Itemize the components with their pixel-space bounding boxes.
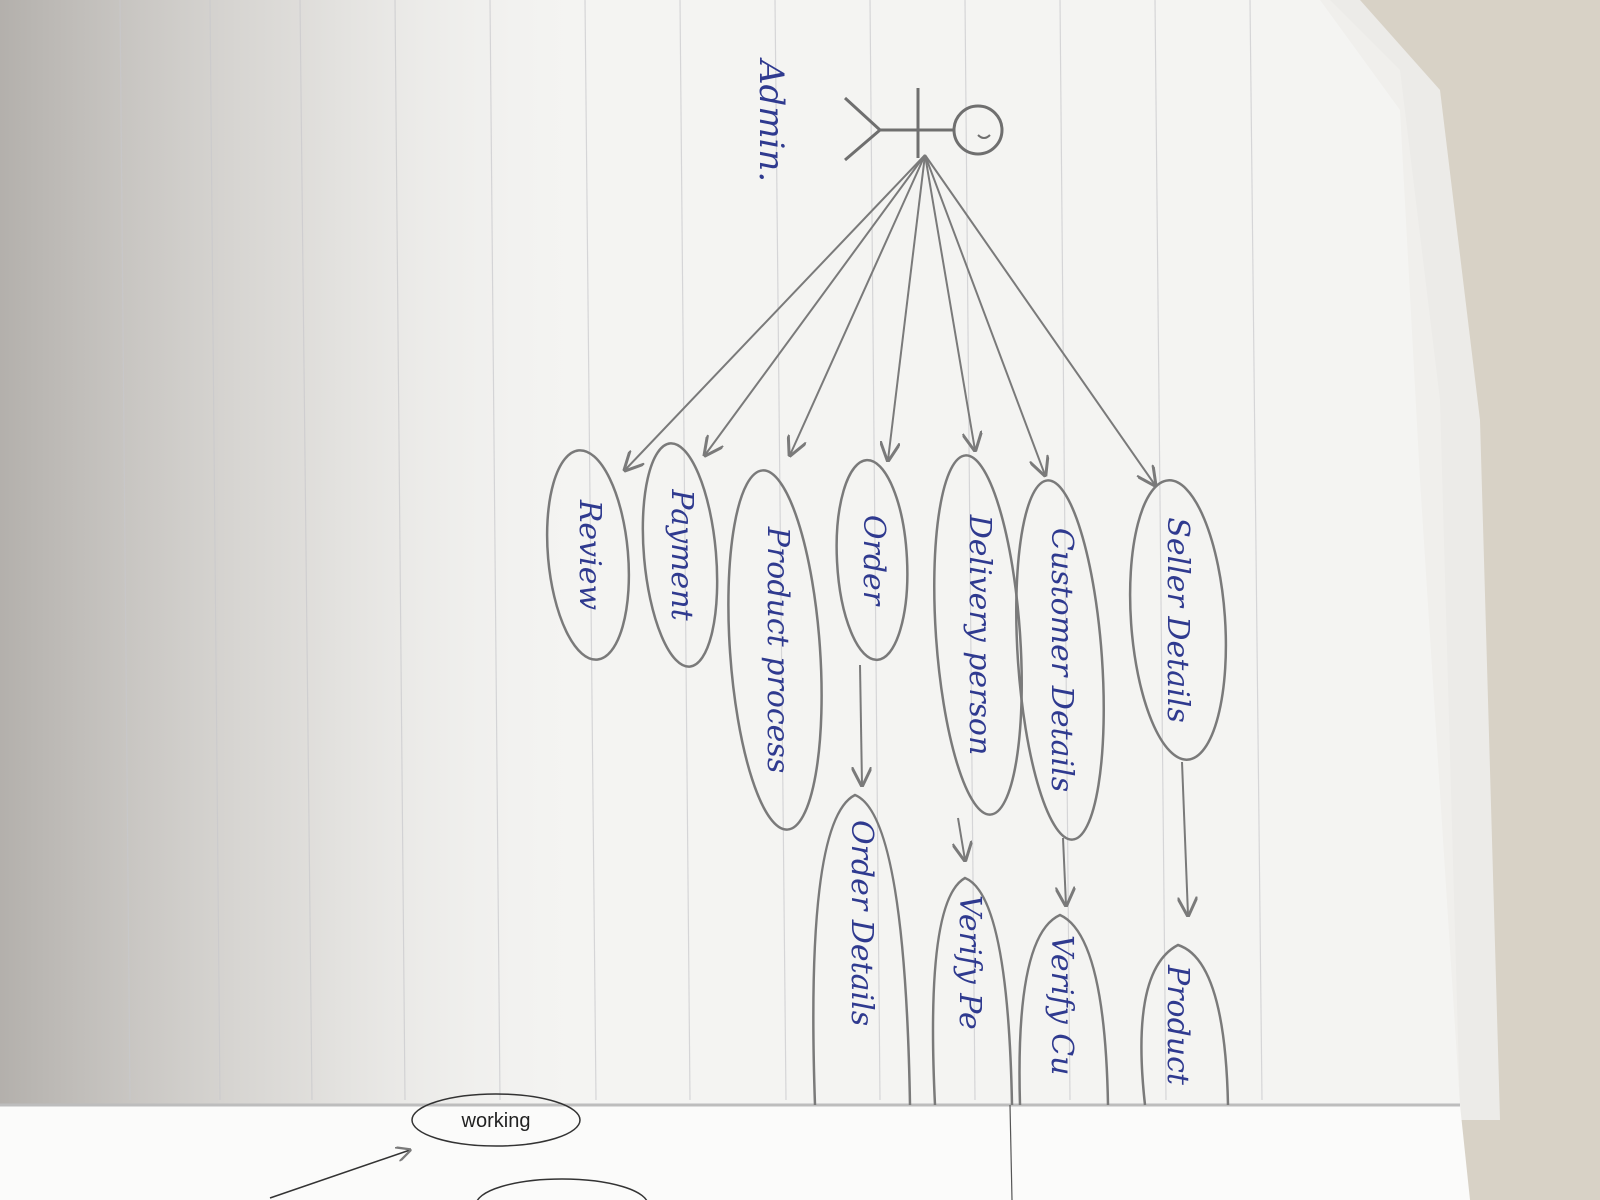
ruled-lines [119, 0, 1263, 1101]
use-case-product-sub-label: Product [1160, 964, 1195, 1086]
actor-admin [843, 88, 1004, 162]
next-page-second-ellipse [476, 1178, 648, 1200]
use-case-seller: Seller Details [1128, 479, 1228, 761]
use-case-verify-person-label: Verify Pe [952, 895, 987, 1030]
assoc-customer [924, 154, 1045, 475]
flow-order-to-details [860, 664, 862, 785]
assoc-order [888, 154, 926, 460]
use-case-verify-customer: Verify Cu [1018, 913, 1110, 1106]
actor-label: Admin. [751, 57, 791, 182]
assoc-review [625, 154, 926, 470]
actor-leg-left [843, 96, 882, 132]
use-case-delivery-label: Delivery person [962, 514, 997, 756]
flow-delivery-to-verify [958, 817, 965, 860]
use-case-product-process-label: Product process [760, 526, 795, 773]
secondary-flows [860, 664, 1188, 915]
assoc-product-process [790, 154, 926, 455]
use-case-order-details-label: Order Details [844, 820, 879, 1026]
assoc-payment [705, 154, 926, 455]
page-shadow [0, 0, 900, 1105]
next-page-usecase-label: working [461, 1110, 531, 1132]
actor-leg-right [844, 128, 881, 162]
use-case-delivery: Delivery person [933, 454, 1023, 816]
use-case-review-label: Review [572, 499, 607, 611]
use-case-customer: Customer Details [1015, 479, 1105, 841]
associations [625, 154, 1155, 485]
next-page-column-line [1009, 1104, 1013, 1200]
next-page-association [269, 1150, 410, 1199]
use-case-order-label: Order [856, 515, 891, 607]
use-case-review: Review [545, 449, 631, 661]
use-case-verify-person: Verify Pe [931, 876, 1014, 1106]
use-case-payment: Payment [641, 442, 719, 668]
use-case-customer-label: Customer Details [1044, 528, 1079, 792]
flow-customer-to-verify [1063, 837, 1066, 905]
assoc-delivery [924, 154, 975, 450]
next-page-usecase-ellipse [411, 1093, 581, 1147]
use-case-verify-customer-label: Verify Cu [1044, 935, 1079, 1075]
flow-seller-to-product [1182, 761, 1188, 915]
use-case-product-sub: Product [1140, 943, 1230, 1106]
next-page [0, 1105, 1470, 1200]
use-case-product-process: Product process [727, 469, 823, 831]
use-case-seller-label: Seller Details [1160, 517, 1195, 722]
use-case-order: Order [835, 458, 909, 662]
use-case-order-details: Order Details [812, 793, 912, 1106]
assoc-seller [924, 154, 1155, 485]
use-case-payment-label: Payment [664, 488, 699, 621]
